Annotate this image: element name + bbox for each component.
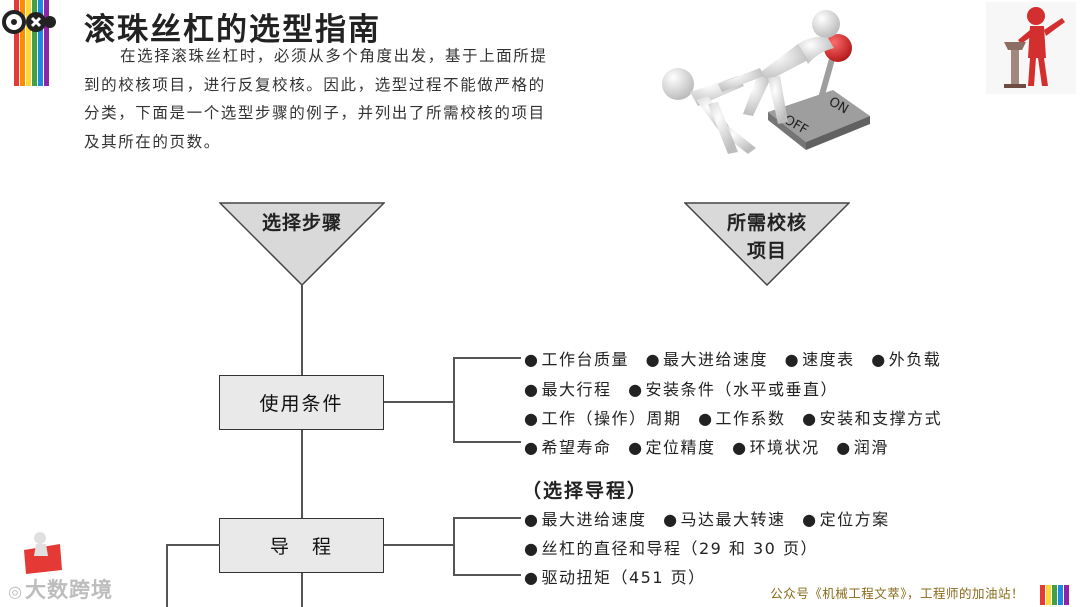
footer-text: 公众号《机械工程文萃》，工程师的加油站！ [770, 586, 1024, 601]
bracket-line [453, 357, 455, 442]
right-header-label-line1: 所需校核 [726, 212, 807, 234]
right-header-label-line2: 项目 [746, 240, 787, 262]
logo-stripes [14, 0, 54, 86]
speaker-podium-illustration [986, 2, 1076, 94]
check-items-row: ●驱动扭矩（451 页） [524, 568, 706, 587]
right-header-triangle: 所需校核 项目 [684, 202, 850, 286]
step-box-usage-conditions: 使用条件 [219, 375, 384, 430]
check-items-row: ●最大进给速度 ●马达最大转速 ●定位方案 [524, 510, 890, 529]
connector-line [384, 544, 454, 546]
bracket-tick [453, 517, 521, 519]
flow-main-line [301, 284, 303, 607]
connector-line [384, 401, 454, 403]
logo-icon [2, 10, 56, 34]
check-items-row: ●丝杠的直径和导程（29 和 30 页） [524, 539, 818, 558]
check-items-row: ●工作台质量 ●最大进给速度 ●速度表 ●外负载 [524, 350, 942, 369]
figures-switch-illustration: OFF ON [662, 10, 870, 154]
step-box-lead: 导 程 [219, 518, 384, 573]
left-header-label: 选择步骤 [261, 212, 342, 234]
bracket-line [453, 517, 455, 575]
left-header-triangle: 选择步骤 [219, 202, 385, 286]
watermark: ◎大数跨境 [8, 578, 113, 602]
connector-line [166, 544, 220, 546]
bracket-tick [453, 441, 521, 443]
sub-heading-select-lead: （选择导程） [522, 480, 649, 502]
page-title: 滚珠丝杠的选型指南 [84, 12, 381, 48]
footer-color-bars [1040, 585, 1070, 605]
connector-line [166, 544, 168, 607]
check-items-row: ●希望寿命 ●定位精度 ●环境状况 ●润滑 [524, 438, 889, 457]
check-items-row: ●工作（操作）周期 ●工作系数 ●安装和支撑方式 [524, 409, 943, 428]
figure-book-icon [24, 532, 62, 574]
check-items-row: ●最大行程 ●安装条件（水平或垂直） [524, 380, 839, 399]
bracket-tick [453, 357, 521, 359]
intro-paragraph: 在选择滚珠丝杠时，必须从多个角度出发，基于上面所提到的校核项目，进行反复校核。因… [84, 47, 548, 151]
bracket-tick [453, 574, 521, 576]
